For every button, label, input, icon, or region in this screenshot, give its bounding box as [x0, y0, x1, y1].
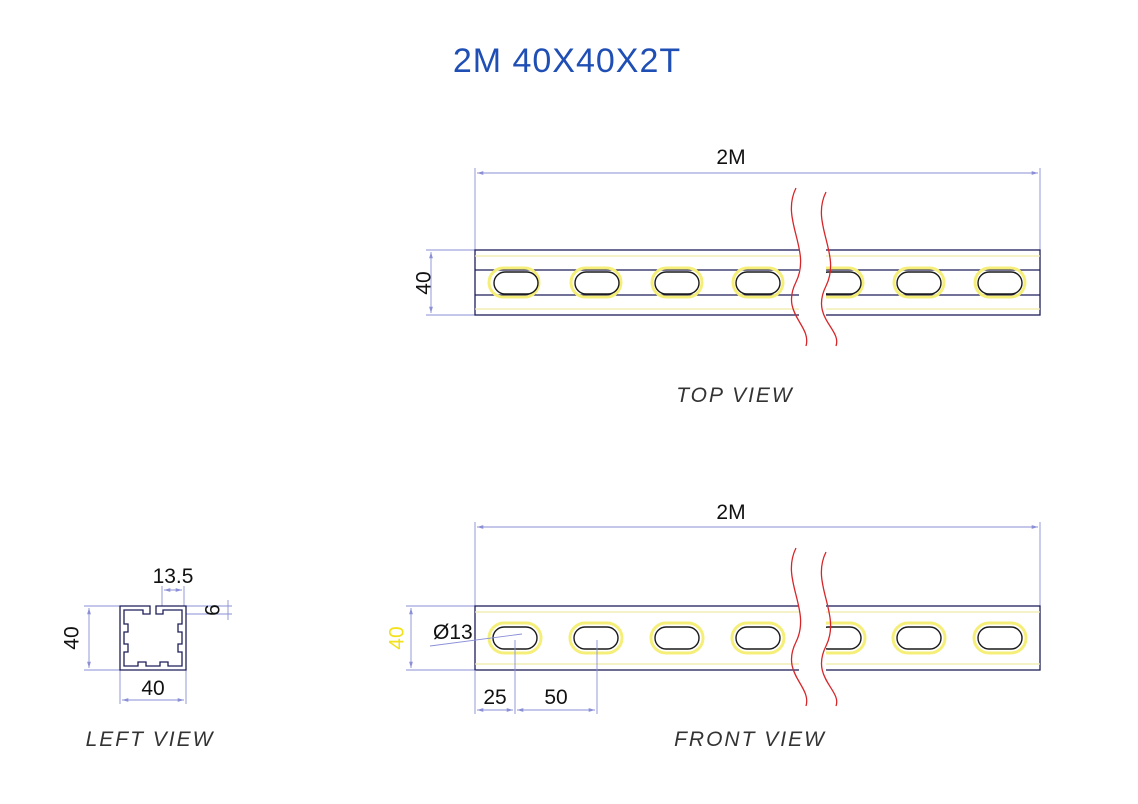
top-channel-outline [474, 249, 1041, 316]
left-width-label: 40 [141, 677, 164, 700]
top-width-label: 40 [413, 271, 436, 294]
slot-hole [977, 271, 1023, 295]
front-length-label: 2M [716, 501, 745, 524]
slot-hole [493, 271, 539, 295]
slot-highlight [569, 266, 623, 299]
left-view-caption: LEFT VIEW [86, 728, 215, 751]
slot-hole [896, 271, 942, 295]
front-break-line [790, 547, 808, 707]
pitch-label: 50 [544, 686, 567, 709]
slot-highlight [730, 621, 786, 655]
top-break-line [790, 187, 808, 347]
top-view: 2M 40 [413, 146, 1041, 407]
drawing-title: 2M 40X40X2T [453, 42, 681, 80]
slot-highlight [650, 266, 704, 299]
slot-highlight [972, 621, 1028, 655]
slot-hole [574, 271, 620, 295]
offset-label: 25 [483, 686, 506, 709]
front-view-caption: FRONT VIEW [674, 728, 826, 751]
slot-hole [735, 271, 781, 295]
front-break-line [820, 551, 838, 707]
slot-highlight [973, 266, 1027, 299]
slot-highlight [649, 621, 705, 655]
slot-diameter-label: Ø13 [433, 621, 473, 644]
channel-profile [119, 605, 187, 671]
slot-hole [977, 626, 1023, 650]
top-view-caption: TOP VIEW [676, 384, 794, 407]
slot-hole [735, 626, 781, 650]
slot-highlight [568, 621, 624, 655]
opening-label: 13.5 [153, 565, 194, 588]
front-slots [487, 621, 1028, 655]
slot-hole [654, 626, 700, 650]
front-height-label: 40 [386, 626, 409, 649]
slot-hole [573, 626, 619, 650]
front-view: 2M 40 Ø13 [386, 501, 1041, 751]
front-channel-outline [474, 605, 1041, 671]
left-height-label: 40 [61, 626, 84, 649]
slot-highlight [892, 266, 946, 299]
slot-hole [654, 271, 700, 295]
slot-leader-line [429, 633, 523, 647]
top-break-line [820, 191, 838, 347]
lip-label: 6 [202, 604, 225, 616]
slot-highlight [487, 266, 541, 299]
slot-highlight [731, 266, 785, 299]
top-length-label: 2M [716, 146, 745, 169]
slot-hole [896, 626, 942, 650]
left-view: 13.5 6 40 40 LEFT VIEW [61, 565, 232, 751]
top-slots [487, 266, 1027, 299]
slot-highlight [891, 621, 947, 655]
